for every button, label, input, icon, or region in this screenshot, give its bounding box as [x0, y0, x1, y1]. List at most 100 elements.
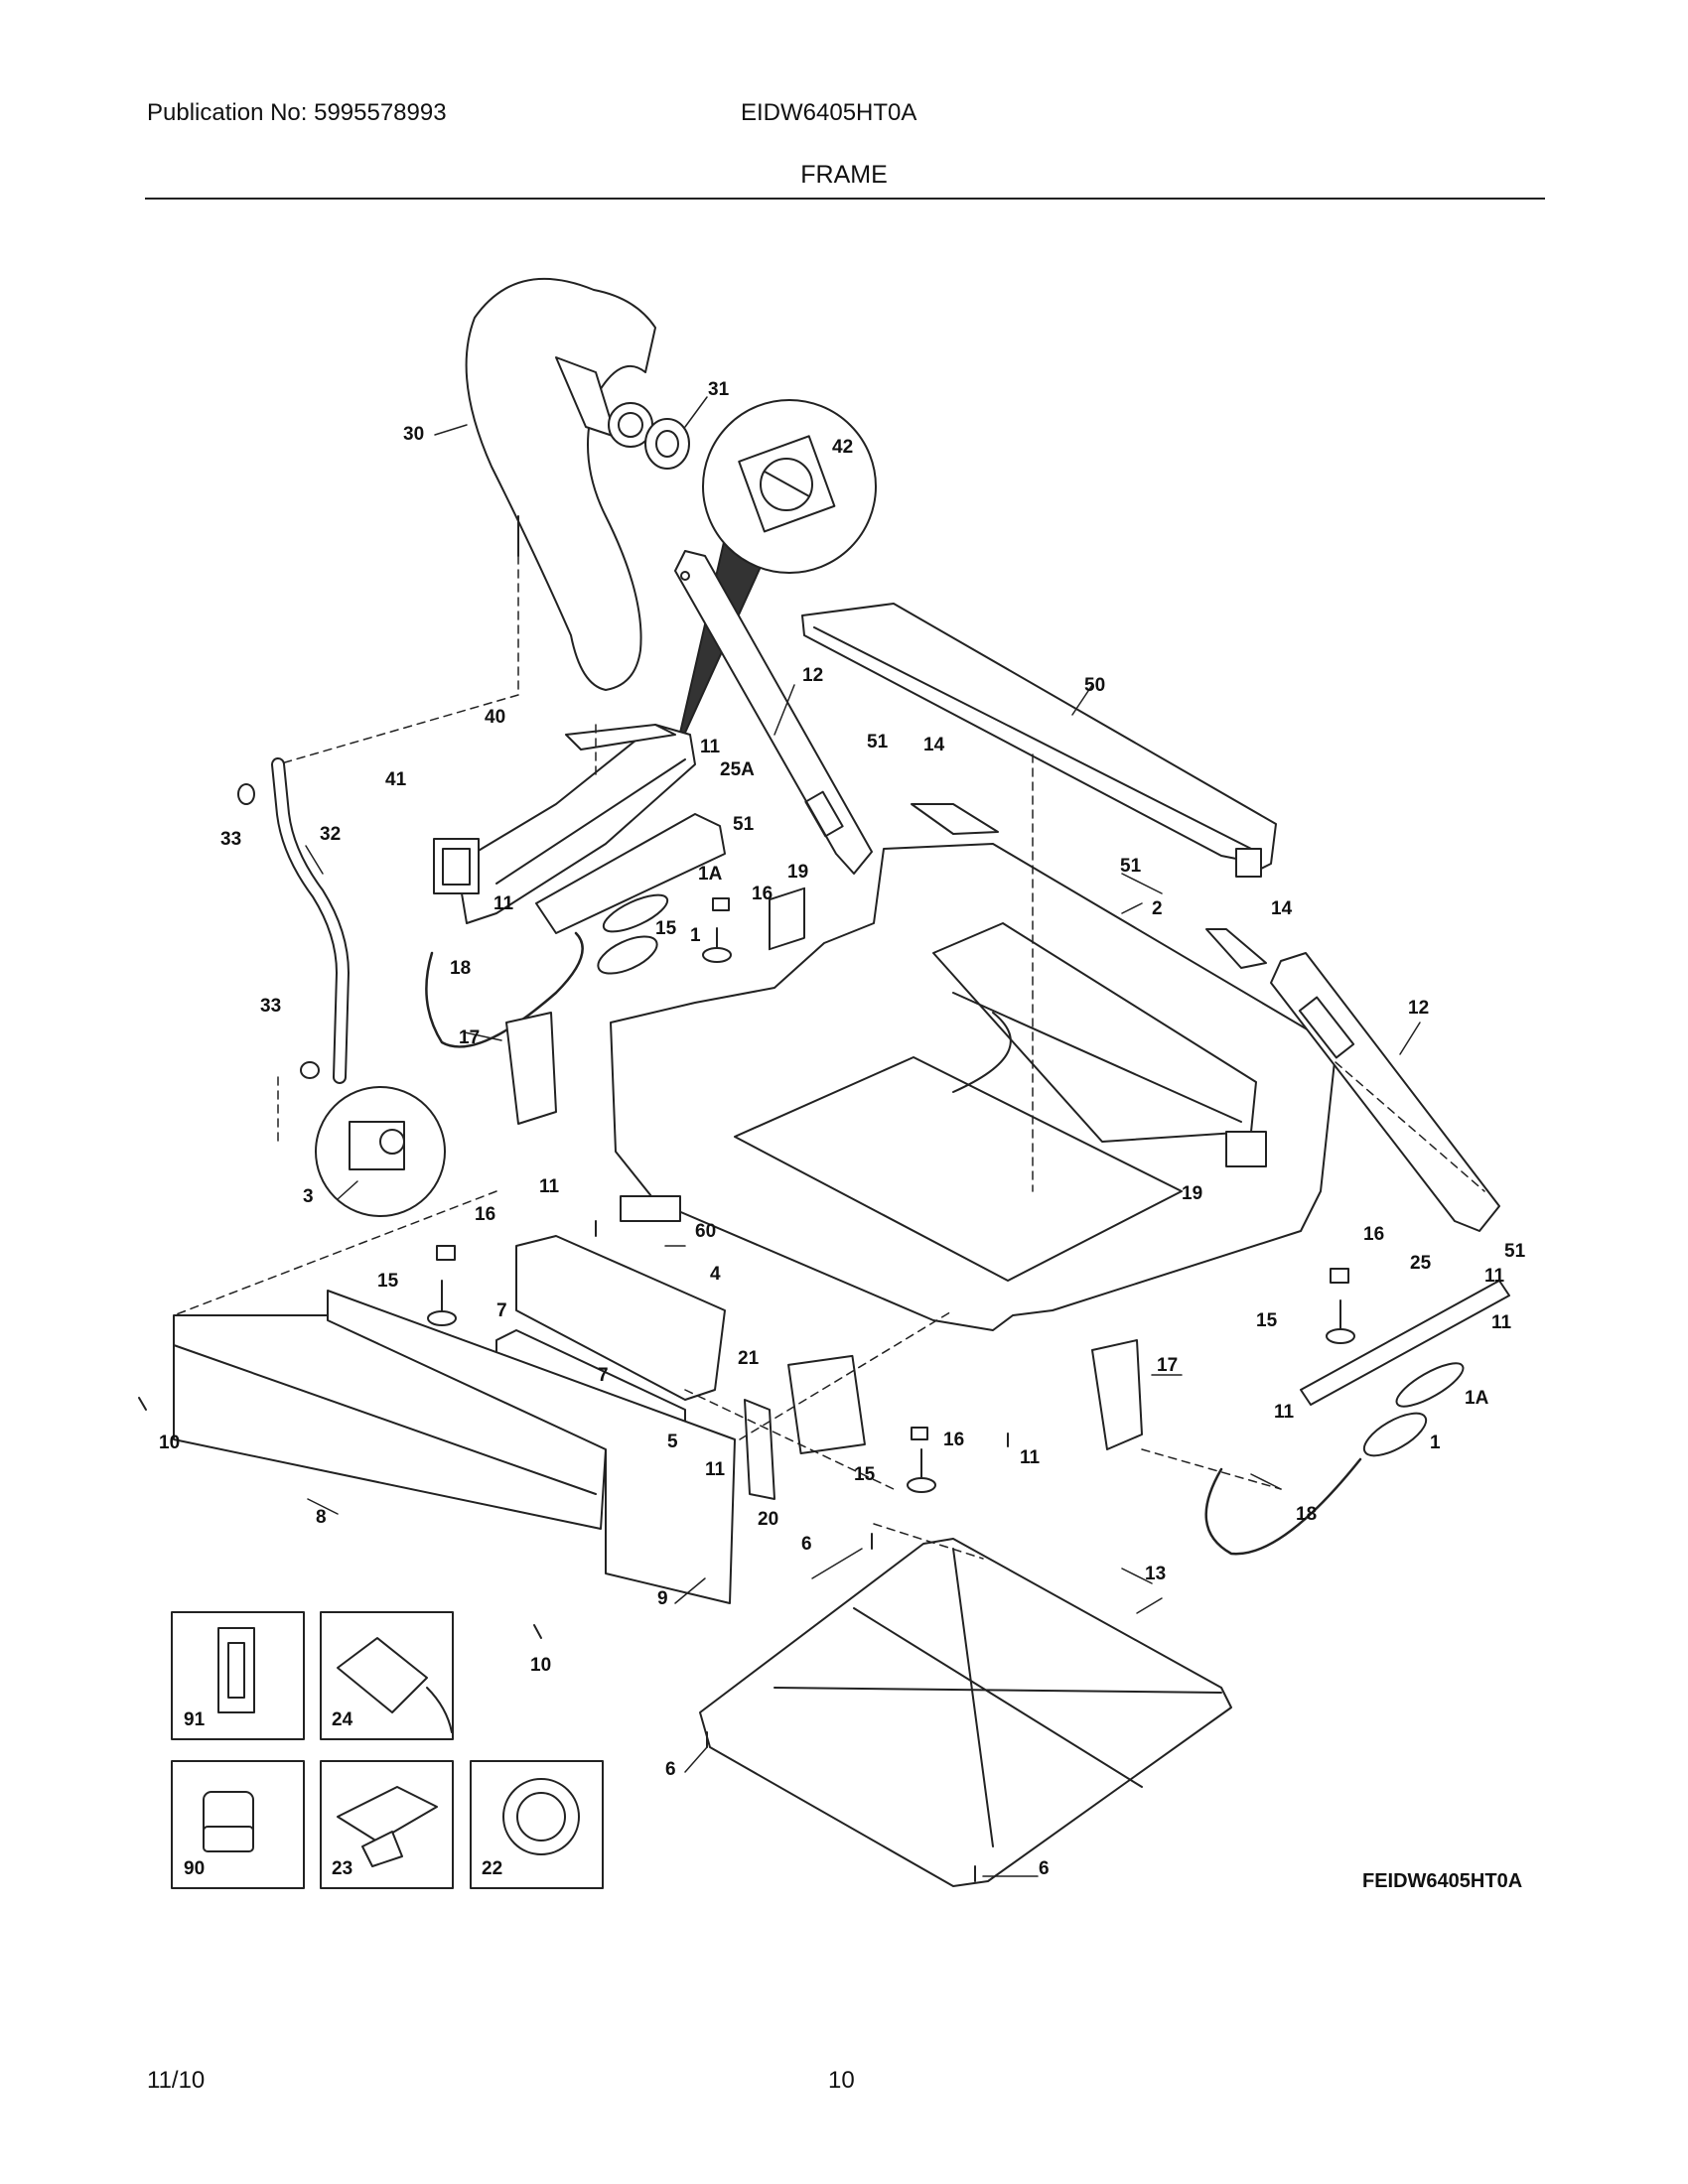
part-20 — [744, 1399, 775, 1500]
part-main-frame — [610, 843, 1336, 1331]
inset-part-91 — [217, 1627, 255, 1713]
part-wire-harness-left — [425, 931, 584, 1048]
callout-11-h: 11 — [1020, 1447, 1041, 1468]
callout-12-left: 12 — [802, 665, 824, 686]
callout-25A: 25A — [720, 759, 755, 780]
callout-41: 41 — [385, 769, 407, 790]
inset-label-91: 91 — [184, 1709, 206, 1730]
callout-4: 4 — [710, 1264, 721, 1285]
callout-15-b: 15 — [377, 1271, 399, 1292]
callout-13: 13 — [1145, 1564, 1167, 1584]
callout-21: 21 — [738, 1348, 760, 1369]
callout-11-d: 11 — [1484, 1266, 1505, 1287]
callout-8: 8 — [316, 1507, 327, 1528]
part-kick-panels — [173, 1290, 736, 1604]
callout-20: 20 — [758, 1509, 779, 1530]
inset-label-22: 22 — [482, 1858, 503, 1879]
callout-51-right: 51 — [1120, 856, 1142, 877]
callout-9: 9 — [657, 1588, 668, 1609]
callout-3: 3 — [303, 1186, 314, 1207]
part-hose — [237, 757, 350, 1084]
diagram-code: FEIDW6405HT0A — [1362, 1870, 1523, 1892]
callout-16-a: 16 — [752, 884, 774, 904]
callout-14-right: 14 — [1271, 898, 1293, 919]
callout-14-left: 14 — [923, 735, 945, 755]
callout-11-f: 11 — [1274, 1402, 1295, 1423]
part-wire-harness-right — [1204, 1457, 1362, 1556]
callout-11-a: 11 — [700, 737, 721, 757]
part-springs-right — [1300, 1280, 1510, 1457]
part-60 — [620, 1195, 681, 1222]
callout-31: 31 — [708, 379, 730, 400]
callout-51-top: 51 — [867, 732, 889, 752]
callout-11-g: 11 — [705, 1459, 726, 1480]
part-control-module — [515, 1235, 726, 1401]
page-number: 10 — [828, 2067, 855, 2094]
callout-17-left: 17 — [459, 1027, 481, 1048]
callout-15-d: 15 — [854, 1464, 876, 1485]
callout-12-right: 12 — [1408, 998, 1430, 1019]
inset-part-22 — [502, 1778, 580, 1855]
callout-2: 2 — [1152, 898, 1163, 919]
publication-number: Publication No: 5995578993 — [147, 99, 447, 126]
inset-label-24: 24 — [332, 1709, 353, 1730]
part-top-rail — [801, 603, 1277, 878]
leader-lines — [305, 396, 1421, 1877]
callout-17-right: 17 — [1157, 1355, 1179, 1376]
callout-16-b: 16 — [475, 1204, 496, 1225]
callout-40: 40 — [485, 707, 506, 728]
part-screws — [138, 1220, 1009, 1882]
callout-7-b: 7 — [598, 1365, 609, 1386]
part-shim-b — [1205, 928, 1267, 969]
callout-16-d: 16 — [943, 1430, 965, 1450]
inset-part-90 — [203, 1791, 254, 1852]
inset-part-23 — [337, 1786, 438, 1867]
part-feet-left — [427, 897, 732, 1326]
callout-42: 42 — [832, 437, 854, 458]
callout-15-a: 15 — [655, 918, 677, 939]
callout-32: 32 — [320, 824, 342, 845]
part-bracket-19a — [769, 887, 805, 951]
callout-10-bottom: 10 — [530, 1655, 552, 1676]
callout-18-left: 18 — [450, 958, 472, 979]
callout-11-b: 11 — [493, 893, 514, 914]
part-21 — [787, 1354, 866, 1455]
callout-10-left: 10 — [159, 1433, 181, 1453]
callout-6-b: 6 — [665, 1759, 676, 1780]
callout-19-b: 19 — [1182, 1183, 1203, 1204]
inset-label-23: 23 — [332, 1858, 353, 1879]
callout-16-c: 16 — [1363, 1224, 1385, 1245]
callout-5: 5 — [667, 1432, 678, 1452]
inset-label-90: 90 — [184, 1858, 206, 1879]
part-base-pan — [699, 1538, 1232, 1887]
callout-33-top: 33 — [220, 829, 242, 850]
callout-51-far-right: 51 — [1504, 1241, 1526, 1262]
water-valve-inset — [315, 1086, 446, 1217]
callout-25: 25 — [1410, 1253, 1432, 1274]
model-number: EIDW6405HT0A — [741, 99, 917, 126]
callout-1-right: 1 — [1430, 1433, 1441, 1453]
part-left-strut — [674, 550, 873, 875]
callout-1-left: 1 — [690, 925, 701, 946]
part-air-duct-assembly — [433, 724, 696, 924]
callout-6-a: 6 — [801, 1534, 812, 1555]
callout-51-mid: 51 — [733, 814, 755, 835]
callout-18-right: 18 — [1296, 1504, 1318, 1525]
callout-7-a: 7 — [496, 1300, 507, 1321]
callout-11-c: 11 — [539, 1176, 560, 1197]
part-feet-right — [907, 1268, 1355, 1493]
callout-1A-right: 1A — [1465, 1388, 1489, 1409]
callout-50: 50 — [1084, 675, 1106, 696]
inset-part-24 — [337, 1637, 453, 1733]
callout-6-c: 6 — [1039, 1858, 1050, 1879]
part-shim-a — [911, 803, 999, 835]
footer-date: 11/10 — [147, 2067, 206, 2094]
part-vent-duct — [465, 277, 656, 691]
part-springs-left — [597, 893, 669, 975]
part-hinge-right — [1091, 1339, 1143, 1450]
callout-15-c: 15 — [1256, 1310, 1278, 1331]
callout-33-bottom: 33 — [260, 996, 282, 1017]
callout-1A-left: 1A — [698, 864, 723, 885]
